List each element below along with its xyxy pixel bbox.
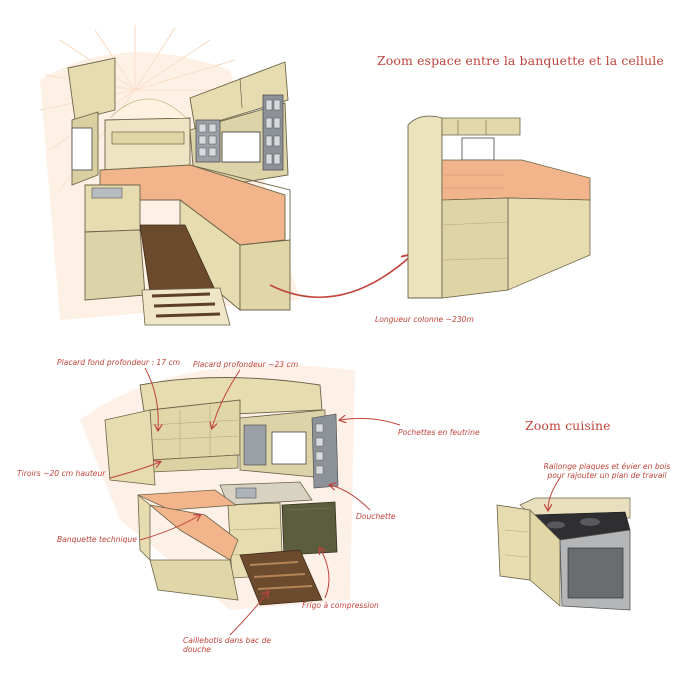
annotation-frigo: Frigo à compression [302, 601, 379, 610]
kitchen-zoom-sketch [496, 497, 631, 611]
leader-lines [109, 367, 561, 636]
annotation-caillebotis: Caillebotis dans bac de douche [183, 636, 272, 655]
interior-sketch-bottom [80, 364, 355, 610]
annotation-placard-profondeur: Placard profondeur ~23 cm [193, 360, 299, 369]
title-zoom-banquette: Zoom espace entre la banquette et la cel… [377, 53, 664, 68]
annotation-tiroirs: Tiroirs ~20 cm hauteur [17, 469, 106, 478]
zoom-bench-sketch [407, 115, 591, 299]
interior-sketch-top [39, 25, 300, 326]
annotation-longueur-colonne: Longueur colonne ~230m [375, 315, 474, 324]
annotation-douchette: Douchette [356, 512, 396, 521]
title-zoom-cuisine: Zoom cuisine [525, 418, 611, 433]
annotation-banquette: Banquette technique [57, 535, 137, 544]
annotation-placard-fond: Placard fond profondeur : 17 cm [57, 358, 181, 367]
annotation-pochettes: Pochettes en feutrine [398, 428, 480, 437]
zoom-arrow [269, 255, 412, 298]
annotation-rallonge: Rallonge plaques et évier en bois pour r… [543, 462, 671, 481]
